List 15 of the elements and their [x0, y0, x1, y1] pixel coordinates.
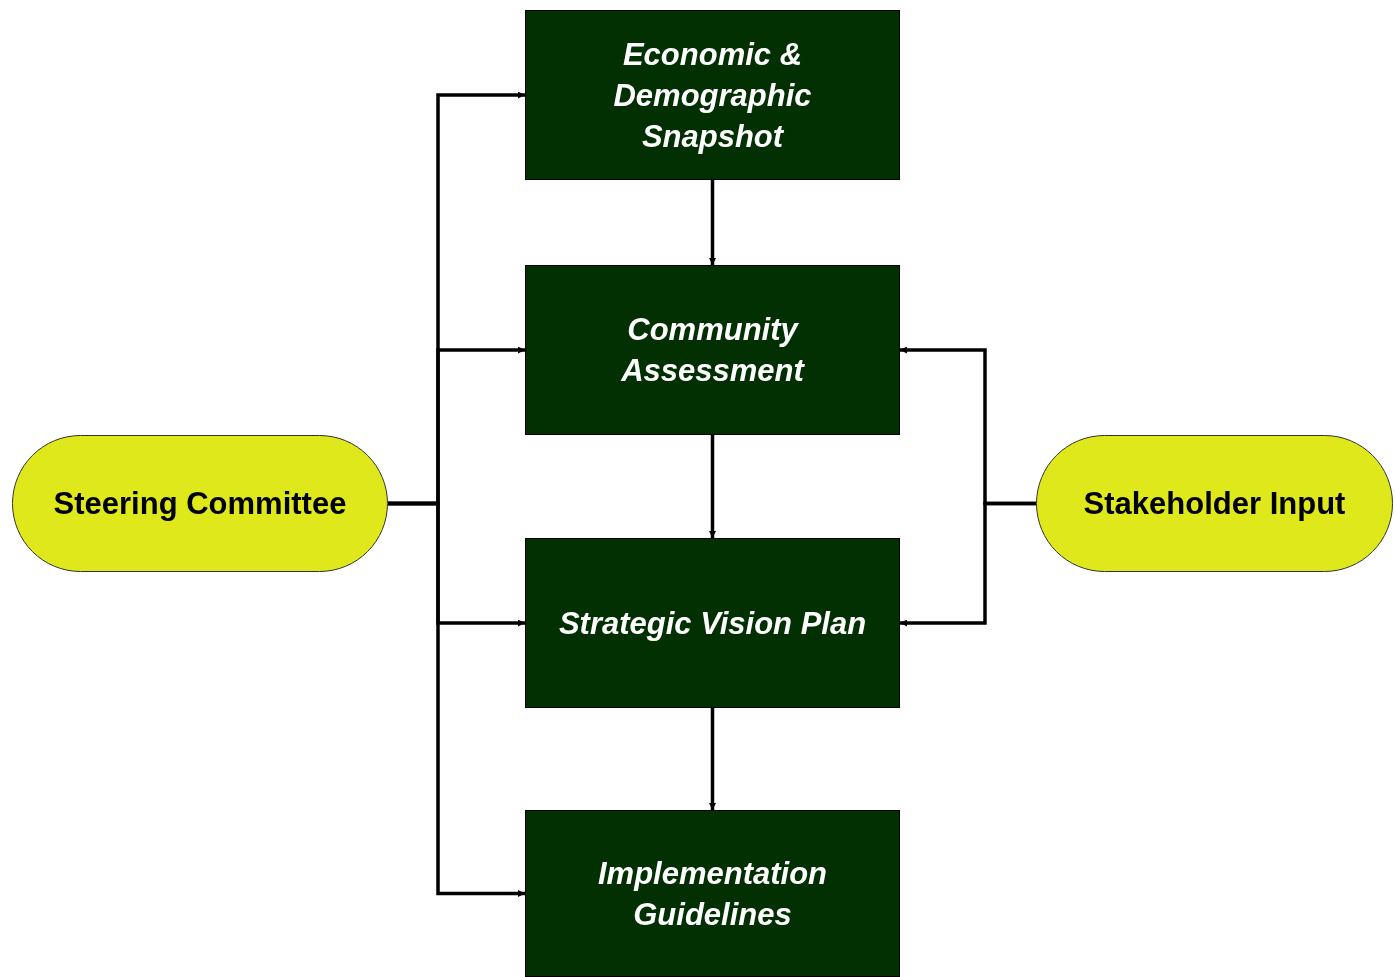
- arrow: [709, 180, 716, 265]
- node-label: Economic & Demographic Snapshot: [612, 35, 813, 156]
- process-box: [525, 10, 900, 180]
- arrow: [709, 435, 716, 538]
- node-label: Implementation Guidelines: [596, 854, 829, 934]
- node-label: Stakeholder Input: [1082, 485, 1347, 523]
- arrow: [900, 501, 1036, 627]
- process-box: [525, 538, 900, 708]
- arrow: [388, 501, 525, 897]
- node-label: Strategic Vision Plan: [557, 604, 868, 643]
- process-box: [525, 810, 900, 977]
- process-box: [525, 265, 900, 435]
- node-label: Steering Committee: [52, 485, 348, 523]
- arrow: [709, 708, 716, 810]
- node-label: Community Assessment: [620, 311, 806, 390]
